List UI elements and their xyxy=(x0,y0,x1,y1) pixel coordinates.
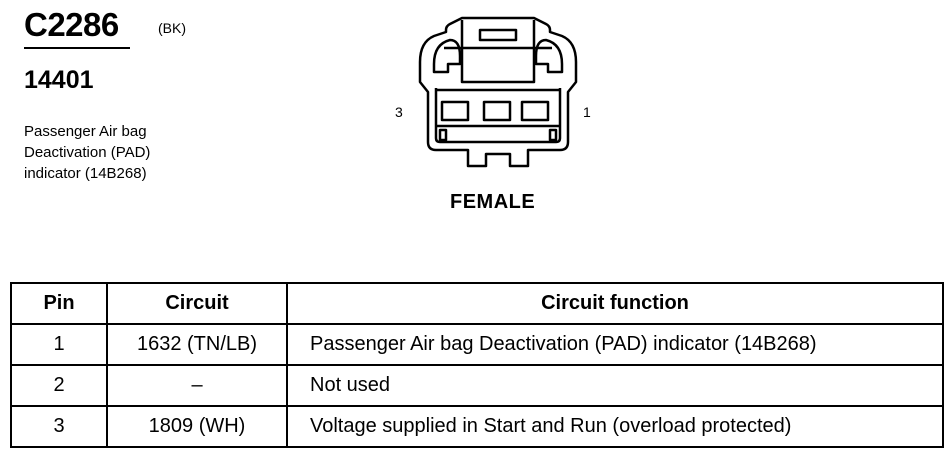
header-circuit-function: Circuit function xyxy=(286,282,944,325)
cell-circuit: – xyxy=(106,364,288,407)
connector-description: Passenger Air bag Deactivation (PAD) ind… xyxy=(24,123,151,182)
table-row: 2 – Not used xyxy=(10,364,944,407)
lock-tab-right xyxy=(548,128,558,142)
header-pin: Pin xyxy=(10,282,108,325)
cell-function: Passenger Air bag Deactivation (PAD) ind… xyxy=(286,323,944,366)
pin-label-3: 3 xyxy=(395,104,403,120)
right-ear xyxy=(534,38,564,74)
header-circuit: Circuit xyxy=(106,282,288,325)
cell-pin: 2 xyxy=(10,364,108,407)
pin-cavity-2 xyxy=(482,100,512,122)
connector-id: C2286 xyxy=(24,6,119,43)
table-row: 3 1809 (WH) Voltage supplied in Start an… xyxy=(10,405,944,448)
cell-function: Not used xyxy=(286,364,944,407)
pin-cavity-1 xyxy=(520,100,550,122)
pin-table: Pin Circuit Circuit function 1 1632 (TN/… xyxy=(10,282,944,448)
connector-latch xyxy=(460,20,536,84)
table-header-row: Pin Circuit Circuit function xyxy=(10,282,944,325)
left-ear xyxy=(432,38,462,74)
title-underline xyxy=(24,47,130,49)
cell-circuit: 1632 (TN/LB) xyxy=(106,323,288,366)
latch-slot xyxy=(478,28,518,42)
pin-label-1: 1 xyxy=(583,104,591,120)
cell-pin: 3 xyxy=(10,405,108,448)
connector-face-icon xyxy=(418,16,578,168)
pin-cavity-3 xyxy=(440,100,470,122)
connector-inner-body xyxy=(434,88,562,144)
cell-pin: 1 xyxy=(10,323,108,366)
cell-circuit: 1809 (WH) xyxy=(106,405,288,448)
part-number: 14401 xyxy=(24,66,94,94)
color-code: (BK) xyxy=(158,20,186,36)
cell-function: Voltage supplied in Start and Run (overl… xyxy=(286,405,944,448)
table-row: 1 1632 (TN/LB) Passenger Air bag Deactiv… xyxy=(10,323,944,366)
lock-tab-left xyxy=(438,128,448,142)
gender-label: FEMALE xyxy=(450,191,536,213)
connector-outer-housing xyxy=(418,16,578,168)
